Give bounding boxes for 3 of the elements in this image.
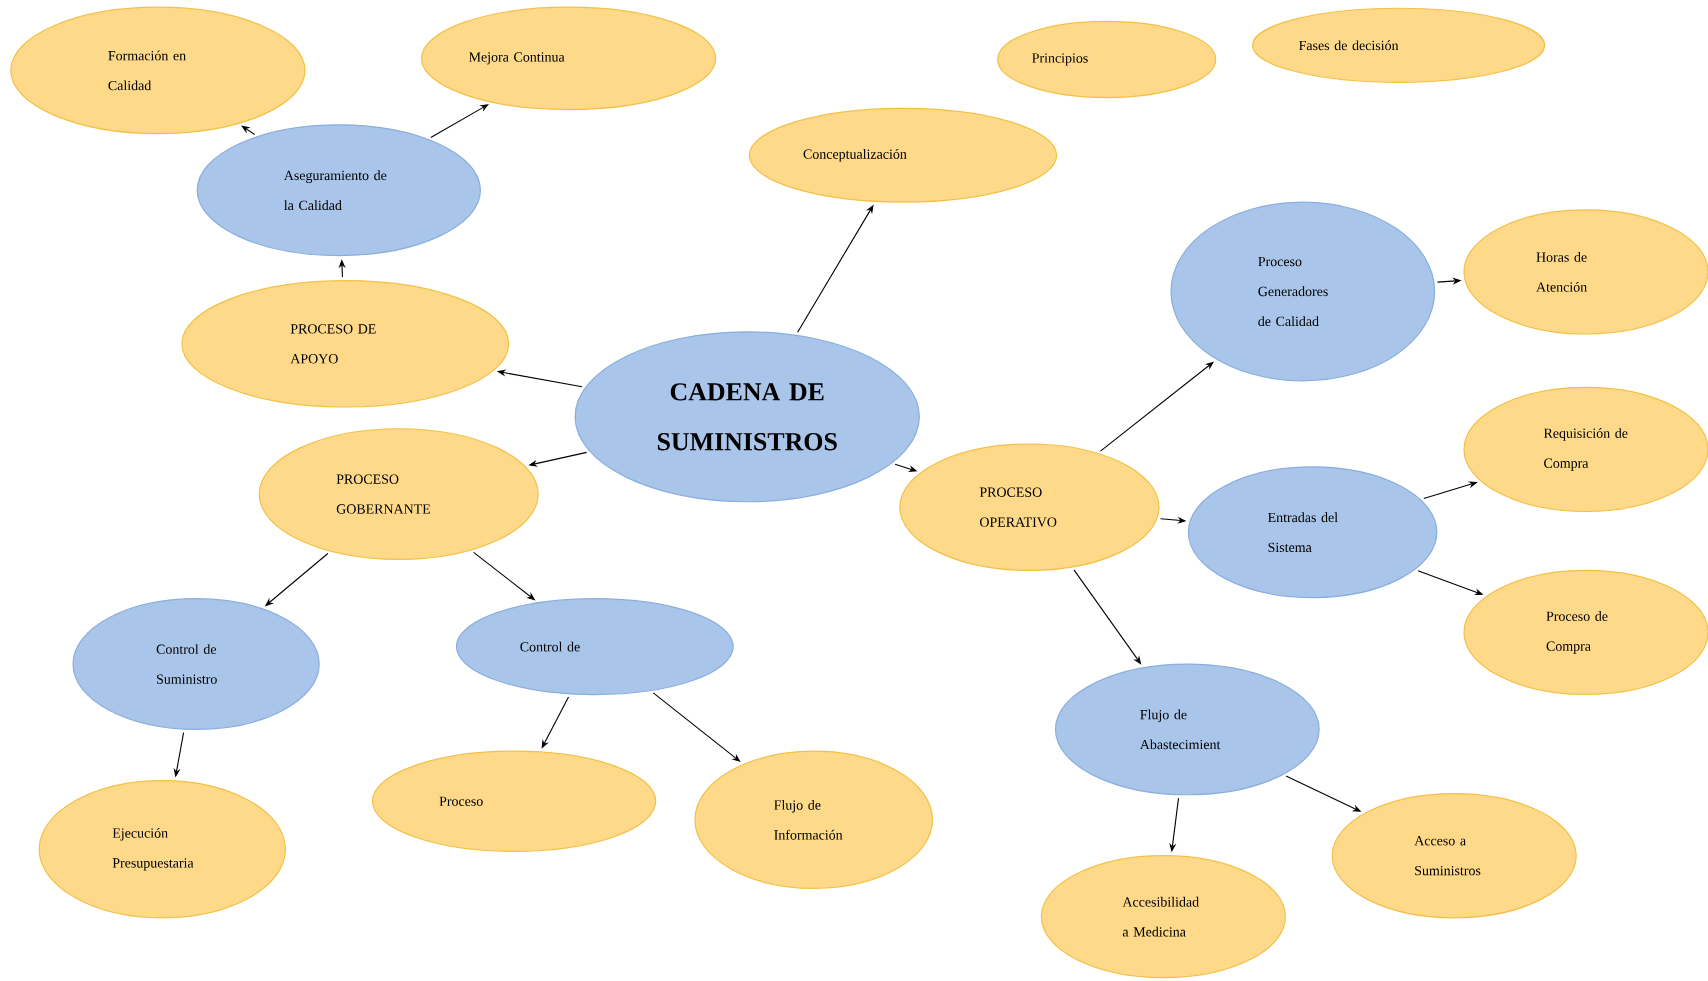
arrow <box>1073 569 1142 665</box>
arrow <box>430 104 489 138</box>
arrow <box>241 125 256 136</box>
